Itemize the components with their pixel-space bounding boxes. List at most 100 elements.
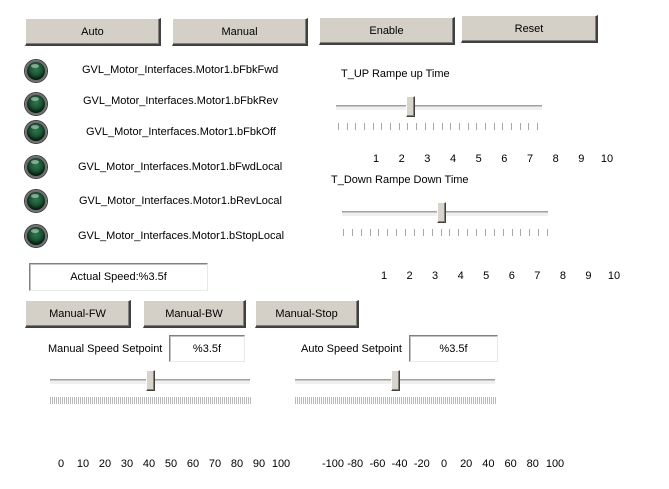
scale-label: 20	[460, 458, 473, 470]
tick-mark	[389, 397, 390, 404]
tick-mark	[112, 397, 113, 404]
tick-mark	[365, 397, 366, 404]
auto-setpoint-slider[interactable]	[295, 370, 495, 391]
tick-mark	[487, 397, 488, 404]
tick-mark	[156, 397, 157, 404]
tick-mark	[319, 397, 320, 404]
tick-mark	[230, 397, 231, 404]
manual-setpoint-input[interactable]: %3.5f	[169, 335, 245, 362]
tick-mark	[234, 397, 235, 404]
scale-label: 90	[252, 458, 266, 470]
tick-mark	[194, 397, 195, 404]
fbk-fwd-label: GVL_Motor_Interfaces.Motor1.bFbkFwd	[82, 64, 279, 76]
tick-mark	[331, 397, 332, 404]
tick-mark	[228, 397, 229, 404]
scale-label: 40	[482, 458, 495, 470]
tick-mark	[449, 397, 450, 404]
tick-mark	[50, 397, 51, 404]
scale-label: 3	[424, 153, 431, 165]
manual-setpoint-slider[interactable]	[50, 370, 250, 391]
tick-mark	[218, 397, 219, 404]
tick-mark	[347, 397, 348, 404]
tick-mark	[321, 397, 322, 404]
tick-mark	[493, 397, 494, 404]
tick-mark	[387, 397, 388, 404]
tick-mark	[360, 229, 362, 236]
stop-local-label: GVL_Motor_Interfaces.Motor1.bStopLocal	[78, 230, 285, 242]
tick-mark	[547, 229, 548, 236]
enable-button[interactable]: Enable	[319, 17, 455, 45]
tick-mark	[303, 397, 304, 404]
tick-mark	[467, 397, 468, 404]
tick-mark	[152, 397, 153, 404]
manual-button[interactable]: Manual	[172, 18, 308, 46]
scale-label: 1	[372, 153, 380, 165]
tick-mark	[130, 397, 131, 404]
fbk-rev-indicator-lamp	[25, 93, 47, 115]
tick-mark	[116, 397, 117, 404]
tick-mark	[168, 397, 169, 404]
scale-label: 6	[508, 270, 515, 282]
tick-mark	[120, 397, 121, 404]
tick-mark	[528, 123, 530, 130]
scale-label: 60	[186, 458, 200, 470]
tick-mark	[132, 397, 133, 404]
tick-mark	[102, 397, 103, 404]
tick-mark	[138, 397, 139, 404]
tick-mark	[136, 397, 137, 404]
tick-mark	[476, 229, 478, 236]
tick-mark	[511, 229, 513, 236]
tick-mark	[78, 397, 79, 404]
auto-setpoint-slider-thumb[interactable]	[391, 370, 400, 391]
tick-mark	[519, 123, 521, 130]
tick-mark	[200, 397, 201, 404]
tick-mark	[405, 229, 407, 236]
tick-mark	[383, 397, 384, 404]
tick-mark	[122, 397, 123, 404]
tick-mark	[343, 397, 344, 404]
tick-mark	[381, 397, 382, 404]
tick-mark	[84, 397, 85, 404]
tick-mark	[459, 123, 461, 130]
tick-mark	[451, 397, 452, 404]
auto-button[interactable]: Auto	[25, 18, 161, 46]
tick-mark	[431, 229, 433, 236]
t-down-caption: T_Down Rampe Down Time	[331, 174, 469, 186]
tick-mark	[170, 397, 171, 404]
manual-stop-button[interactable]: Manual-Stop	[255, 300, 359, 328]
scale-label: 50	[164, 458, 178, 470]
scale-label: 6	[501, 153, 508, 165]
tick-mark	[458, 229, 460, 236]
manual-setpoint-slider-thumb[interactable]	[146, 370, 155, 391]
manual-bw-button[interactable]: Manual-BW	[143, 300, 246, 328]
tick-mark	[106, 397, 107, 404]
tick-mark	[431, 397, 432, 404]
tick-mark	[210, 397, 211, 404]
t-up-slider-thumb[interactable]	[406, 96, 416, 117]
tick-mark	[372, 123, 374, 130]
tick-mark	[126, 397, 127, 404]
tick-mark	[413, 229, 415, 236]
tick-mark	[305, 397, 306, 404]
tick-mark	[485, 397, 486, 404]
t-up-slider[interactable]	[336, 96, 542, 117]
tick-mark	[146, 397, 147, 404]
manual-fw-button[interactable]: Manual-FW	[25, 300, 131, 328]
tick-mark	[327, 397, 328, 404]
tick-mark	[537, 123, 538, 130]
tick-mark	[479, 397, 480, 404]
t-down-slider[interactable]	[342, 202, 548, 223]
t-down-slider-thumb[interactable]	[436, 202, 446, 223]
tick-mark	[164, 397, 165, 404]
tick-mark	[297, 397, 298, 404]
tick-mark	[134, 397, 135, 404]
tick-mark	[371, 397, 372, 404]
tick-mark	[204, 397, 205, 404]
tick-mark	[502, 229, 504, 236]
tick-mark	[351, 229, 353, 236]
tick-mark	[477, 397, 478, 404]
reset-button[interactable]: Reset	[461, 15, 598, 43]
fbk-rev-label: GVL_Motor_Interfaces.Motor1.bFbkRev	[83, 95, 279, 107]
tick-mark	[485, 123, 487, 130]
